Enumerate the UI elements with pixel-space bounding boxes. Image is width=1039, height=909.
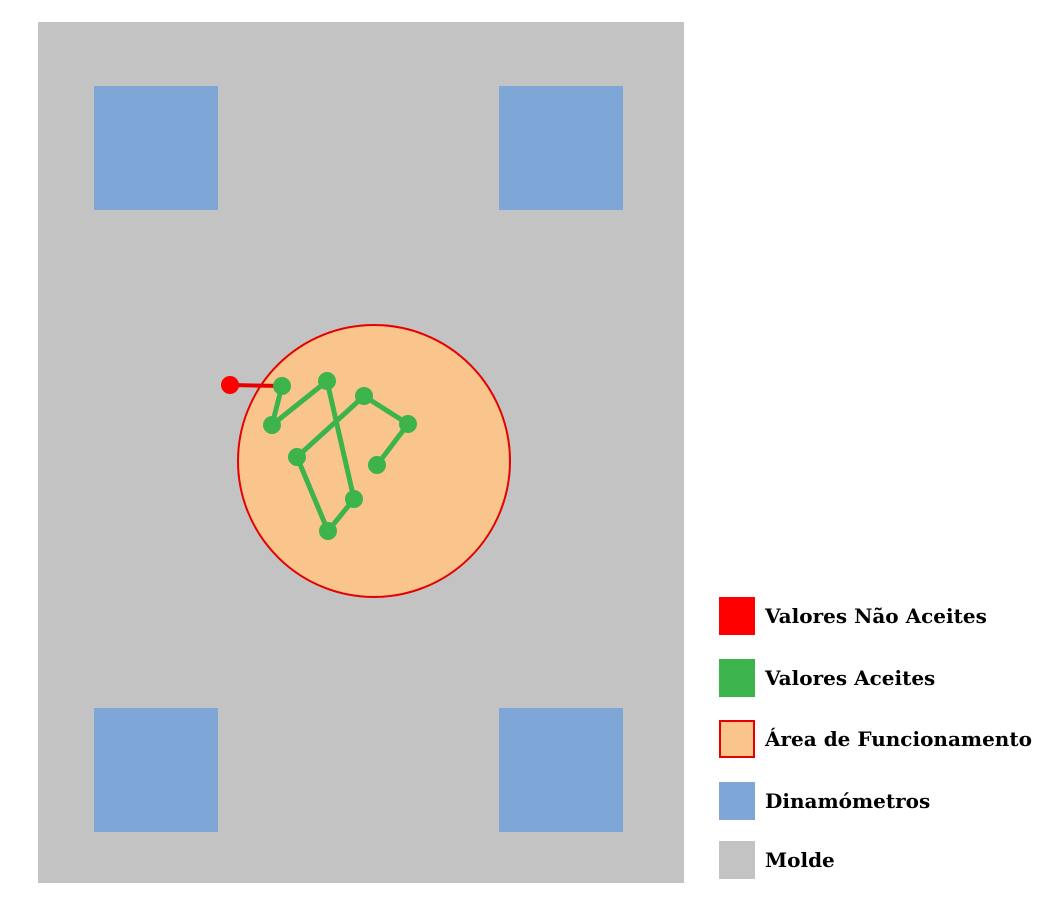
accepted-path: [263, 372, 417, 540]
legend-swatch-accepted: [719, 659, 755, 697]
legend-item-mold: Molde: [719, 840, 835, 880]
legend-label-accepted: Valores Aceites: [765, 666, 936, 690]
accepted-point: [318, 372, 336, 390]
dynamometer-top-right: [499, 86, 623, 210]
dynamometer-top-left: [94, 86, 218, 210]
accepted-point: [288, 448, 306, 466]
accepted-point: [319, 522, 337, 540]
legend-label-dynamometers: Dinamómetros: [765, 789, 931, 813]
accepted-point: [368, 456, 386, 474]
rejected-point: [221, 376, 239, 394]
legend-item-accepted: Valores Aceites: [719, 658, 935, 698]
accepted-point: [355, 387, 373, 405]
legend-swatch-rejected: [719, 597, 755, 635]
legend-label-mold: Molde: [765, 848, 835, 872]
accepted-point: [345, 490, 363, 508]
accepted-point: [273, 377, 291, 395]
legend-swatch-area: [719, 720, 755, 758]
accepted-point: [263, 416, 281, 434]
legend-item-area: Área de Funcionamento: [719, 719, 1032, 759]
dynamometer-bottom-left: [94, 708, 218, 832]
dynamometer-bottom-right: [499, 708, 623, 832]
legend-item-rejected: Valores Não Aceites: [719, 596, 987, 636]
legend-label-area: Área de Funcionamento: [765, 727, 1032, 751]
legend-swatch-mold: [719, 841, 755, 879]
legend-item-dynamometers: Dinamómetros: [719, 781, 930, 821]
legend-label-rejected: Valores Não Aceites: [765, 604, 987, 628]
legend-swatch-dynamometers: [719, 782, 755, 820]
accepted-point: [399, 415, 417, 433]
